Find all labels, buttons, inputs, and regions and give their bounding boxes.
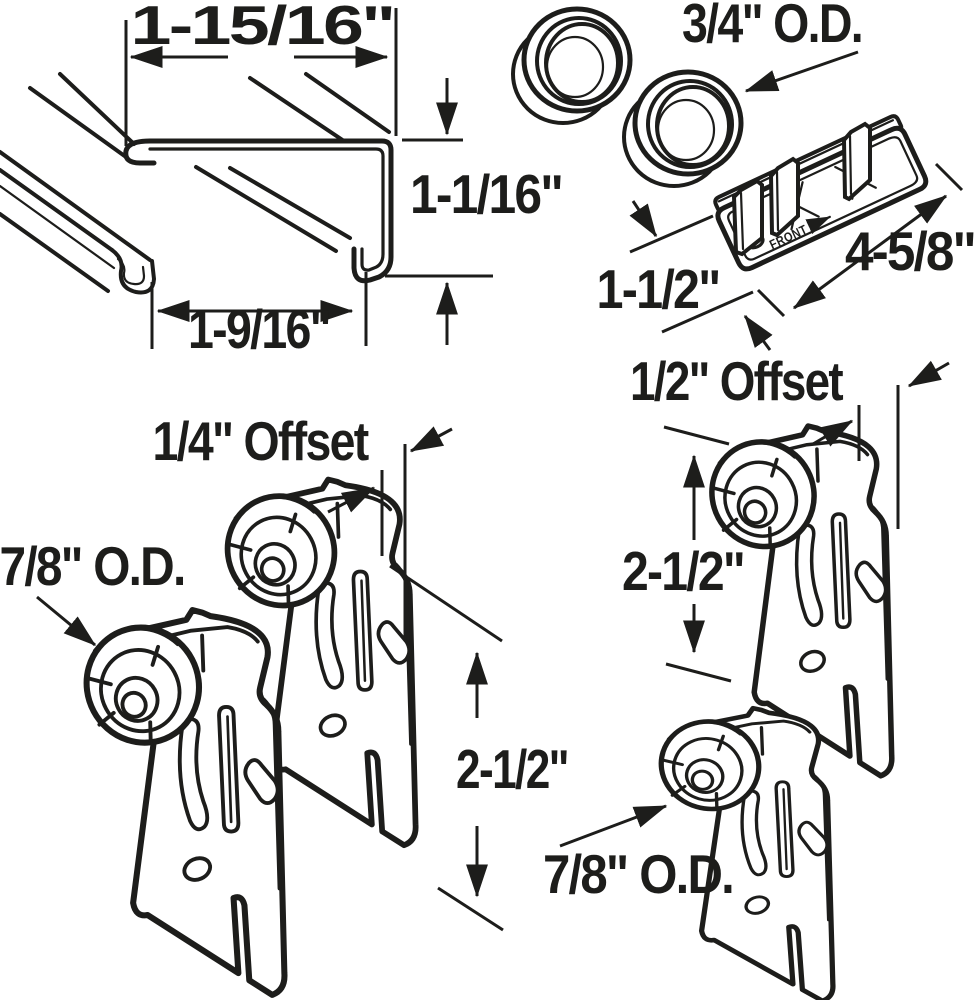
left-height-label: 2-1/2" [456,738,568,800]
cup-dimension: 3/4" O.D. [682,0,864,93]
cup-od-label: 3/4" O.D. [682,0,862,54]
finger-pull-cup-front [622,69,744,188]
finger-pull-cup-rear [511,6,633,125]
guide-dimensions: 1-1/2" 4-5/8" [597,162,975,351]
guide-length-label: 4-5/8" [845,220,975,282]
track-top-width-label: 1-15/16" [131,0,394,56]
guide-tab-left [731,178,764,257]
right-roller-dimensions: 1/2" Offset 2-1/2" [622,350,950,683]
track-cross-section [0,72,394,295]
left-roller-dimensions: 1/4" Offset 7/8" O.D. 2-1/2" [0,410,570,932]
guide-width-label: 1-1/2" [597,258,720,320]
right-wheel-od-label: 7/8" O.D. [543,843,733,905]
track-height-label: 1-1/16" [410,163,562,225]
right-height-label: 2-1/2" [622,540,744,602]
right-bottom-roller-dimension: 7/8" O.D. [543,804,735,905]
right-offset-label: 1/2" Offset [630,350,843,412]
roller-bracket-left-front [65,608,284,995]
track-dimensions: 1-15/16" 1-1/16" 1-9/16" [124,0,564,360]
left-offset-label: 1/4" Offset [153,410,369,472]
track-bottom-width-label: 1-9/16" [188,298,330,360]
left-wheel-od-label: 7/8" O.D. [0,535,185,597]
